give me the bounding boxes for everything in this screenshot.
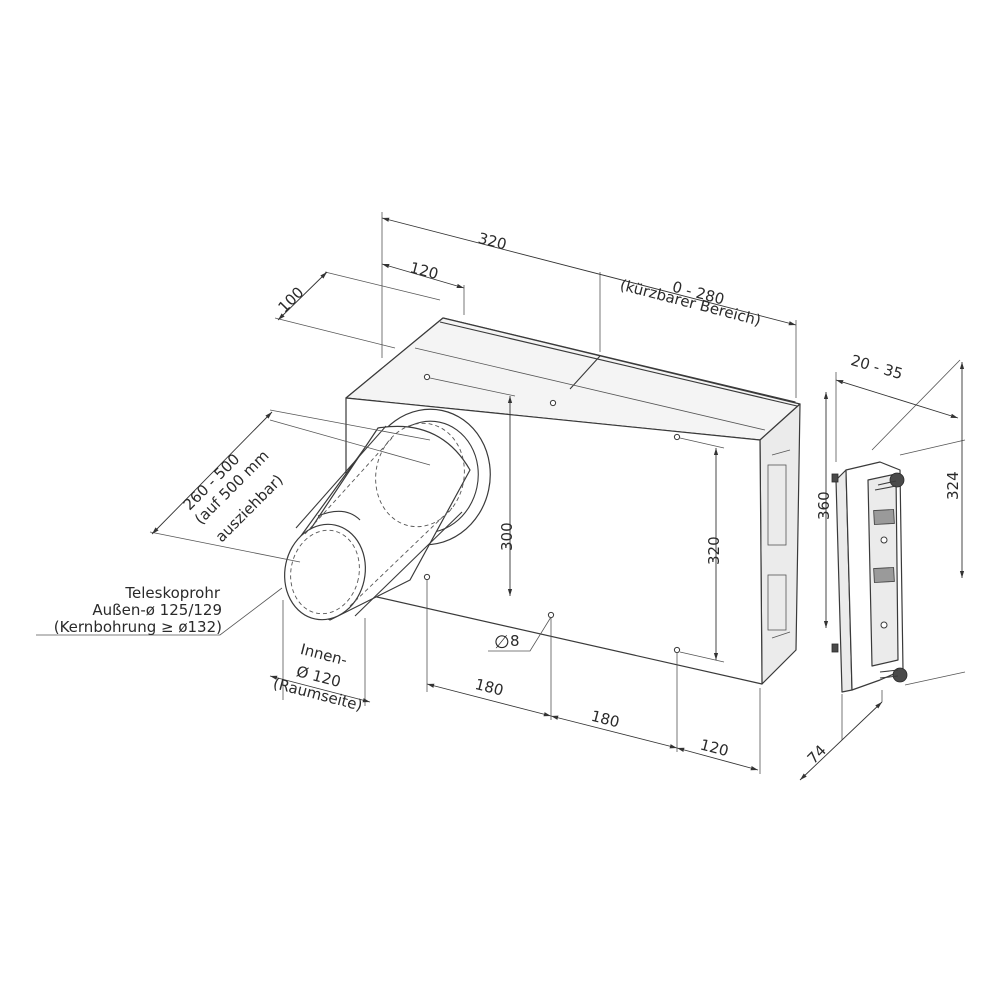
top-divider (569, 355, 601, 390)
side-slot-rail-2 (771, 631, 791, 639)
dim-180-b-line (550, 715, 678, 749)
wall-plate (831, 461, 908, 693)
dim-120-bottom-line (676, 747, 759, 771)
top-edge-inner (414, 347, 766, 431)
mount-hole-2 (549, 399, 557, 407)
mount-hole-5 (547, 611, 555, 619)
label-diameter-symbol: ∅ (494, 632, 510, 653)
dim-inner-120-line (269, 675, 371, 703)
tube-end-far-dashed (375, 422, 465, 528)
label-100: 100 (274, 283, 307, 316)
label-120-bottom: 120 (698, 736, 730, 761)
dim-20-35-line (835, 379, 959, 419)
top-seam (439, 321, 798, 407)
plate-clip-upper (831, 473, 839, 483)
callout-labels: Teleskoprohr Außen-ø 125/129 (Kernbohrun… (54, 584, 365, 715)
mount-hole-6 (673, 646, 681, 654)
side-slot-upper (767, 464, 787, 546)
label-hole-diameter: 8 (510, 632, 520, 650)
tube-leader (36, 587, 283, 636)
screw-bottom (879, 667, 908, 683)
label-320-vertical: 320 (705, 536, 723, 565)
dimension-lines (36, 212, 966, 781)
tube-edge-bottom (354, 511, 463, 617)
dim-260-500-line (151, 411, 273, 535)
mount-hole-3 (673, 433, 681, 441)
plate-bar-top (873, 509, 895, 525)
label-teleskoprohr: Teleskoprohr (124, 584, 220, 602)
label-324: 324 (944, 471, 962, 500)
label-kernbohrung: (Kernbohrung ≥ ø132) (54, 618, 222, 636)
tube-end-near (284, 523, 366, 621)
label-20-35: 20 - 35 (849, 351, 905, 383)
dim-120-top-line (381, 263, 465, 289)
plate-clip-lower (831, 643, 839, 653)
tube-inner-bottom (349, 507, 453, 607)
tube-telescope-step (317, 510, 361, 521)
mount-hole-4 (423, 573, 431, 581)
telescopic-tube (269, 408, 491, 621)
tube-inner-top (304, 437, 393, 535)
tube-end-near-dashed (290, 529, 360, 615)
hole-leader (488, 616, 552, 652)
tube-edge-top (295, 425, 387, 529)
label-120-top: 120 (408, 258, 440, 283)
screw-top (874, 472, 905, 491)
plate-bar-bottom (873, 567, 895, 583)
label-300: 300 (498, 522, 516, 551)
label-74: 74 (804, 741, 830, 767)
label-aussen-diameter: Außen-ø 125/129 (92, 601, 222, 619)
side-slot-lower (767, 574, 787, 631)
dim-320-top-line (381, 217, 797, 326)
housing-right-face (759, 403, 801, 685)
plate-hole-lower (880, 621, 888, 629)
tube-axis (269, 419, 431, 466)
dim-100-line (277, 271, 328, 321)
side-slot-rail-1 (771, 449, 791, 456)
plate-hole-upper (880, 536, 888, 544)
dim-180-a-line (426, 683, 552, 717)
label-320-top: 320 (476, 229, 508, 254)
label-180-b: 180 (589, 707, 621, 732)
dim-74-line (799, 701, 883, 781)
label-360: 360 (815, 491, 833, 520)
label-180-a: 180 (473, 675, 505, 700)
mount-hole-1 (423, 373, 431, 381)
